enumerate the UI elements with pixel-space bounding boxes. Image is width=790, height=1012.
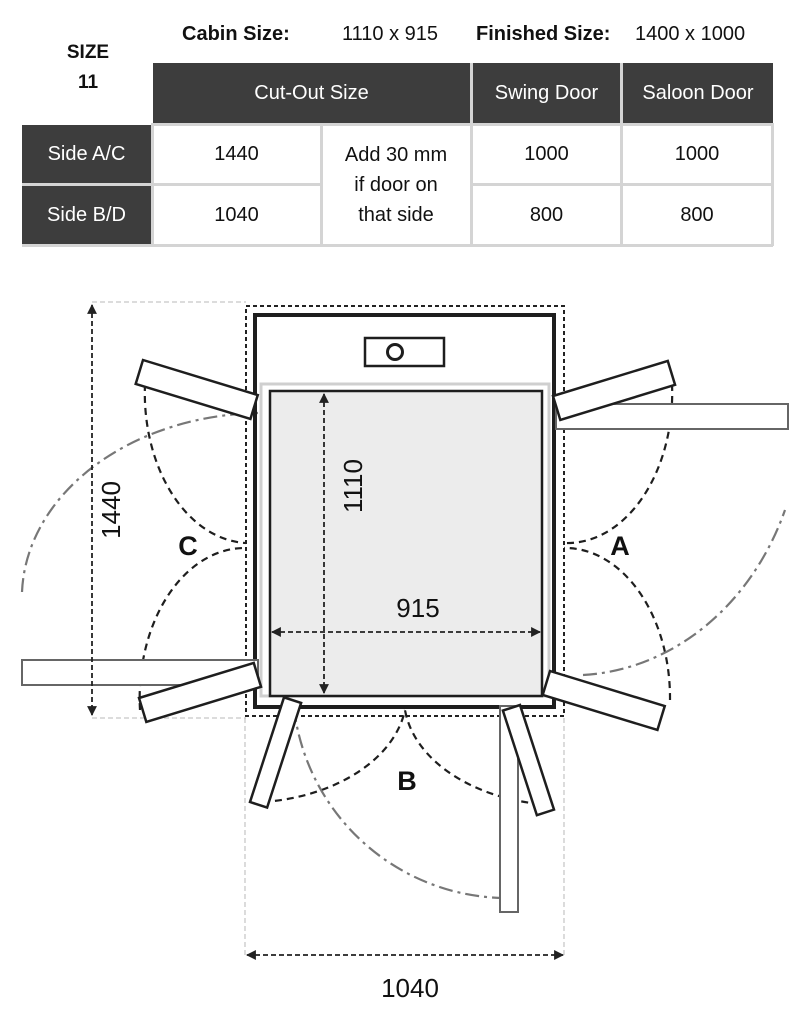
row-label-side-bd: Side B/D xyxy=(22,186,151,244)
note-line-2: if door on xyxy=(354,173,438,196)
size-label: SIZE 11 xyxy=(48,38,128,98)
saloon-door-swings xyxy=(138,383,674,807)
column-header-swing: Swing Door xyxy=(473,63,620,123)
grid-line xyxy=(153,123,773,126)
note-line-3: that side xyxy=(358,203,434,226)
side-label-c: C xyxy=(178,531,198,561)
cabin-size-label: Cabin Size: xyxy=(182,23,290,45)
saloon-door-leaves xyxy=(134,358,677,817)
row-label-side-ac: Side A/C xyxy=(22,125,151,183)
dimension-cabin-height-label: 1110 xyxy=(338,459,368,513)
cell-swing-bd: 800 xyxy=(473,186,620,244)
column-header-cutout: Cut-Out Size xyxy=(153,63,470,123)
cell-saloon-ac: 1000 xyxy=(623,125,771,183)
heater-knob-icon xyxy=(386,343,404,361)
note-line-1: Add 30 mm xyxy=(344,143,448,166)
side-label-a: A xyxy=(610,531,630,561)
cell-cutout-bd: 1040 xyxy=(153,186,320,244)
swing-door-arcs xyxy=(20,411,787,900)
grid-line xyxy=(22,183,322,186)
grid-line xyxy=(470,63,473,246)
dimension-width-label: 1040 xyxy=(381,973,439,1003)
finished-size-value: 1400 x 1000 xyxy=(635,23,746,45)
dimension-cabin-width-label: 915 xyxy=(396,593,439,623)
swing-door-side-b xyxy=(499,705,519,913)
cell-swing-ac: 1000 xyxy=(473,125,620,183)
size-number: 11 xyxy=(77,72,99,93)
size-title: SIZE xyxy=(66,42,110,63)
heater-box xyxy=(363,336,446,368)
side-label-b: B xyxy=(397,766,417,796)
cell-door-note: Add 30 mm if door on that side xyxy=(322,125,470,244)
column-header-saloon: Saloon Door xyxy=(623,63,773,123)
cabin-rect xyxy=(268,389,544,698)
extension-lines xyxy=(92,301,565,955)
cell-cutout-ac: 1440 xyxy=(153,125,320,183)
finished-size-label: Finished Size: xyxy=(476,23,611,45)
grid-line xyxy=(620,63,623,246)
dimension-height-label: 1440 xyxy=(96,481,126,539)
cabin-size-value: 1110 x 915 xyxy=(342,23,439,45)
grid-line xyxy=(470,183,773,186)
cell-saloon-bd: 800 xyxy=(623,186,771,244)
grid-line xyxy=(22,244,773,247)
